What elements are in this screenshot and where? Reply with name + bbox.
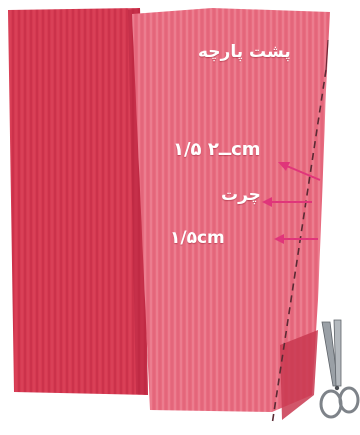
fabric-panel-right (132, 8, 330, 412)
fabric-back-label: پشت پارچه (198, 42, 291, 62)
measure-bottom-label: ۱/۵cm (170, 228, 225, 248)
notch-label: چرت (221, 185, 261, 205)
arrow-measure-top (278, 162, 321, 181)
arrow-measure-bottom (274, 234, 318, 244)
arrow-notch (262, 197, 312, 207)
scissors-icon (319, 319, 360, 419)
fabric-panel-left (8, 8, 148, 395)
measure-top-label: ۱/۵ ــ۲cm (173, 139, 261, 160)
seam-thread-line (325, 39, 329, 71)
folded-seam-allowance (280, 330, 318, 420)
fabric-panel-left-shadow (128, 8, 148, 395)
